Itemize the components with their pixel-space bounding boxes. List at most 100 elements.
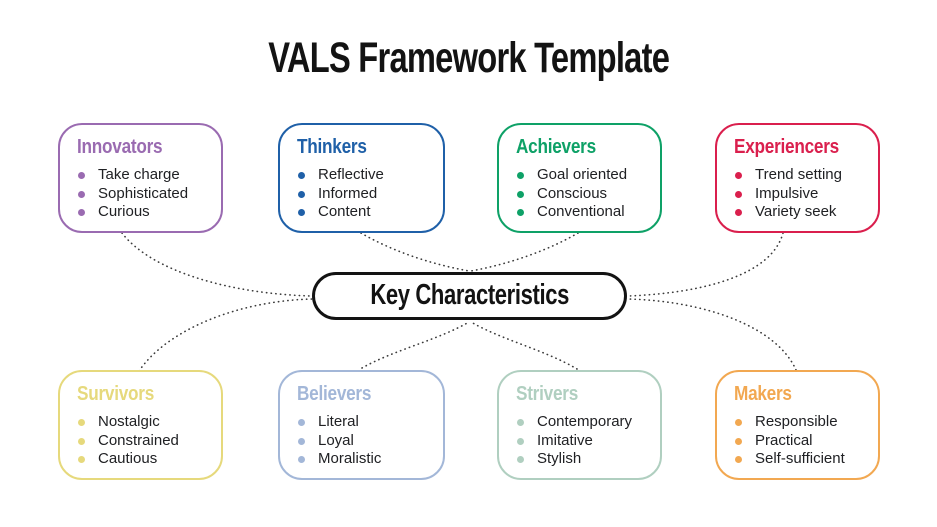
trait-label: Imitative [537,431,593,449]
segment-title: Strivers [516,383,650,406]
trait-label: Take charge [98,166,180,183]
bullet-dot [517,172,524,179]
bullet-dot [517,190,524,198]
segment-title: Believers [297,383,433,406]
trait-item: Stylish [516,450,650,469]
trait-item: Content [297,203,433,222]
bullet-dot [735,190,742,198]
segment-card-survivors: Survivors Nostalgic Constrained Cautious [58,370,223,480]
bullet-dot [298,437,305,445]
trait-item: Informed [297,185,433,204]
bullet-dot [78,190,85,198]
bullet-dot [78,437,85,445]
trait-label: Practical [755,431,813,449]
segment-title: Experiencers [734,136,868,159]
bullet-dot [78,419,85,426]
trait-item: Sophisticated [77,185,211,204]
segment-card-makers: Makers Responsible Practical Self-suffic… [715,370,880,480]
trait-label: Trend setting [755,166,842,183]
trait-label: Self-sufficient [755,450,845,467]
trait-item: Constrained [77,432,211,451]
segment-title-text: Makers [734,383,792,405]
bullet-dot [78,209,85,216]
trait-label: Cautious [98,450,158,467]
segment-title-text: Thinkers [297,136,367,158]
bullet-dot [735,172,742,179]
segment-card-innovators: Innovators Take charge Sophisticated Cur… [58,123,223,233]
segment-title-text: Believers [297,383,372,405]
bullet-dot [517,437,524,445]
bullet-dot [517,456,524,463]
trait-label: Nostalgic [98,413,160,430]
segment-card-experiencers: Experiencers Trend setting Impulsive Var… [715,123,880,233]
connector-innovators [121,232,313,297]
segment-title: Survivors [77,383,211,406]
bullet-dot [517,419,524,426]
trait-label: Conventional [537,203,625,220]
trait-label: Reflective [318,166,384,183]
trait-item: Loyal [297,432,433,451]
trait-label: Content [318,203,371,220]
connector-makers [627,298,797,371]
connector-thinkers [360,232,470,272]
trait-list: Trend setting Impulsive Variety seek [734,166,868,222]
bullet-dot [735,456,742,463]
trait-item: Nostalgic [77,413,211,432]
trait-list: Take charge Sophisticated Curious [77,166,211,222]
trait-item: Reflective [297,166,433,185]
connector-survivors [138,298,313,372]
bullet-dot [735,209,742,216]
trait-label: Contemporary [537,413,633,430]
segment-title: Thinkers [297,136,433,159]
trait-label: Informed [318,184,378,202]
trait-item: Take charge [77,166,211,185]
center-node-label: Key Characteristics [339,279,600,312]
segment-card-strivers: Strivers Contemporary Imitative Stylish [497,370,662,480]
trait-item: Cautious [77,450,211,469]
trait-item: Self-sufficient [734,450,868,469]
trait-label: Goal oriented [537,166,628,183]
trait-label: Conscious [537,184,608,202]
bullet-dot [735,437,742,445]
trait-list: Responsible Practical Self-sufficient [734,413,868,469]
trait-item: Conscious [516,185,650,204]
bullet-dot [735,419,742,426]
segment-card-believers: Believers Literal Loyal Moralistic [278,370,445,480]
trait-item: Contemporary [516,413,650,432]
trait-label: Literal [318,413,359,430]
bullet-dot [78,456,85,463]
trait-item: Imitative [516,432,650,451]
trait-label: Responsible [755,413,838,430]
trait-label: Sophisticated [98,184,189,202]
trait-label: Stylish [537,450,582,467]
trait-label: Variety seek [755,203,837,220]
center-node-label-text: Key Characteristics [370,278,569,311]
trait-item: Conventional [516,203,650,222]
page-title: VALS Framework Template [0,34,937,83]
trait-label: Curious [98,203,150,220]
segment-title: Innovators [77,136,211,159]
trait-item: Trend setting [734,166,868,185]
trait-item: Variety seek [734,203,868,222]
bullet-dot [78,172,85,179]
bullet-dot [298,172,305,179]
segment-title-text: Achievers [516,136,596,158]
bullet-dot [298,209,305,216]
page-title-text: VALS Framework Template [268,34,670,82]
segment-card-thinkers: Thinkers Reflective Informed Content [278,123,445,233]
trait-list: Literal Loyal Moralistic [297,413,433,469]
segment-title-text: Strivers [516,383,579,405]
segment-title: Makers [734,383,868,406]
segment-title-text: Experiencers [734,136,839,158]
trait-item: Curious [77,203,211,222]
segment-title-text: Survivors [77,383,155,405]
trait-label: Impulsive [755,184,819,202]
trait-item: Responsible [734,413,868,432]
trait-label: Moralistic [318,450,382,467]
bullet-dot [517,209,524,216]
bullet-dot [298,456,305,463]
bullet-dot [298,190,305,198]
connector-strivers [470,321,578,370]
trait-list: Nostalgic Constrained Cautious [77,413,211,469]
